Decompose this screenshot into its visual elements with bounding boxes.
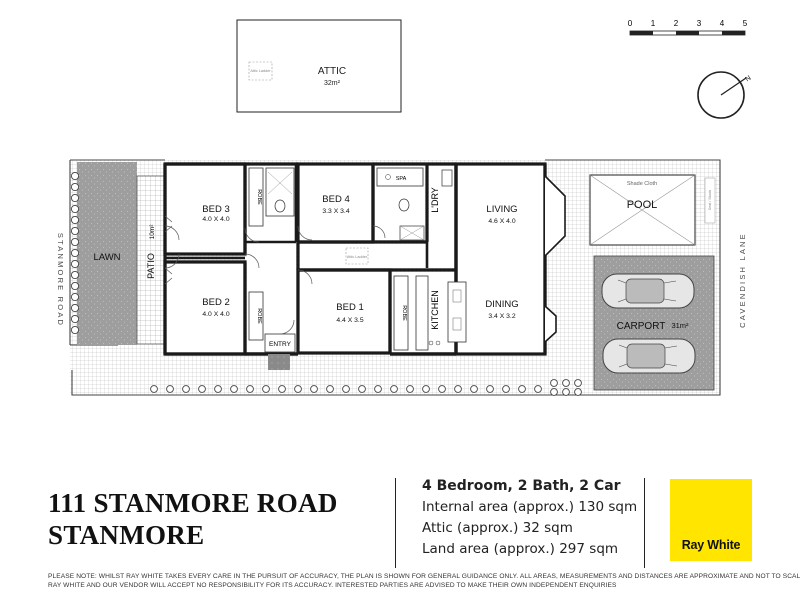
laundry-tub (441, 169, 453, 187)
car-icon (601, 273, 695, 309)
scale-tick-5: 5 (743, 19, 748, 28)
lawn-label: LAWN (93, 252, 120, 263)
spa-label: SPA (396, 176, 407, 182)
internal-area: Internal area (approx.) 130 sqm (422, 499, 638, 515)
logo-text: Ray White (681, 538, 741, 552)
disclaimer-line-1: PLEASE NOTE: WHILST RAY WHITE TAKES EVER… (48, 573, 800, 580)
patio-label: PATIO (146, 253, 156, 279)
divider-2 (644, 478, 645, 568)
lawn: LAWN (77, 162, 137, 345)
scale-bar: 0 1 2 3 4 5 (628, 19, 748, 36)
patio-area: 10m² (149, 224, 156, 240)
pool-label: POOL (627, 199, 658, 211)
attic-ladder-hatch (345, 247, 369, 265)
shade-cloth-label: Shade Cloth (627, 181, 657, 187)
property-details: 4 Bedroom, 2 Bath, 2 Car Internal area (… (422, 476, 637, 560)
bed4-name: BED 4 (322, 194, 349, 205)
divider (395, 478, 396, 568)
room-labels: BED 3 4.0 X 4.0 BED 2 4.0 X 4.0 BED 4 3.… (202, 194, 518, 324)
bed1-name: BED 1 (336, 302, 363, 313)
attic-title: ATTIC (318, 66, 346, 77)
entry: ENTRY (264, 333, 296, 370)
dining-name: DINING (485, 299, 518, 310)
patio-doors (164, 215, 173, 285)
living-name: LIVING (486, 204, 517, 215)
bay-window-dining (544, 305, 557, 343)
attic-area: 32m² (324, 80, 341, 87)
kitchen-label: KITCHEN (430, 290, 440, 330)
carport: CARPORT 31m² (593, 255, 715, 391)
pool: Shade Cloth POOL Seat / Stools (589, 174, 716, 246)
attic-area: Attic (approx.) 32 sqm (422, 520, 573, 536)
hallway-2 (300, 244, 454, 268)
address-line-2: STANMORE (48, 520, 205, 550)
car-icon-2 (602, 338, 696, 374)
kitchen: KITCHEN (415, 275, 467, 351)
patio: PATIO 10m² (136, 175, 165, 345)
laundry-label: L'DRY (430, 187, 440, 213)
bed3-dims: 4.0 X 4.0 (202, 216, 229, 223)
ray-white-logo: Ray White (670, 479, 752, 561)
bed2-dims: 4.0 X 4.0 (202, 311, 229, 318)
scale-tick-2: 2 (674, 19, 679, 28)
door-swings (164, 225, 386, 335)
robes: ROBE ROBE ROBE (248, 167, 409, 351)
address-line-1: 111 STANMORE ROAD (48, 488, 338, 518)
dining-dims: 3.4 X 3.2 (488, 313, 515, 320)
bed1-dims: 4.4 X 3.5 (336, 317, 363, 324)
robe-label-bed1: ROBE (401, 305, 407, 321)
floor-plan: Attic Ladder ATTIC 32m² 0 1 2 3 4 5 N ST… (56, 19, 752, 396)
disclaimer-line-2: RAY WHITE AND OUR VENDOR WILL ACCEPT NO … (48, 581, 617, 589)
hedge-west (70, 171, 80, 335)
attic-ladder-hall-label: Attic Ladder (347, 255, 368, 259)
carport-area: 31m² (671, 321, 689, 330)
street-label-east: CAVENDISH LANE (738, 232, 747, 328)
carport-label: CARPORT (617, 321, 666, 332)
bay-window-living (544, 175, 566, 257)
robe-label-bed3: ROBE (256, 189, 262, 205)
scale-tick-0: 0 (628, 19, 633, 28)
scale-tick-3: 3 (697, 19, 702, 28)
street-label-west: STANMORE ROAD (56, 233, 65, 327)
robe-label-bed2: ROBE (256, 308, 262, 324)
site-boundary (69, 159, 721, 396)
attic-plan: Attic Ladder ATTIC 32m² (236, 19, 402, 113)
bed4-dims: 3.3 X 3.4 (322, 208, 349, 215)
land-area: Land area (approx.) 297 sqm (422, 541, 619, 557)
ensuite (265, 167, 295, 217)
living-dims: 4.6 X 4.0 (488, 218, 515, 225)
attic-ladder-label: Attic Ladder (250, 69, 271, 73)
scale-tick-4: 4 (720, 19, 725, 28)
bed3-name: BED 3 (202, 204, 229, 215)
hedge-south (150, 379, 582, 396)
property-summary: 4 Bedroom, 2 Bath, 2 Car (422, 478, 621, 494)
bed2-name: BED 2 (202, 297, 229, 308)
disclaimer: PLEASE NOTE: WHILST RAY WHITE TAKES EVER… (48, 573, 800, 590)
property-address: 111 STANMORE ROAD STANMORE (48, 487, 338, 551)
seat-label: Seat / Stools (708, 190, 712, 211)
bathroom: SPA (376, 167, 425, 241)
compass-north-label: N (744, 75, 752, 84)
entry-label: ENTRY (269, 341, 292, 348)
compass-icon: N (697, 71, 752, 119)
attic-ladder-box (248, 61, 273, 81)
scale-tick-1: 1 (651, 19, 656, 28)
